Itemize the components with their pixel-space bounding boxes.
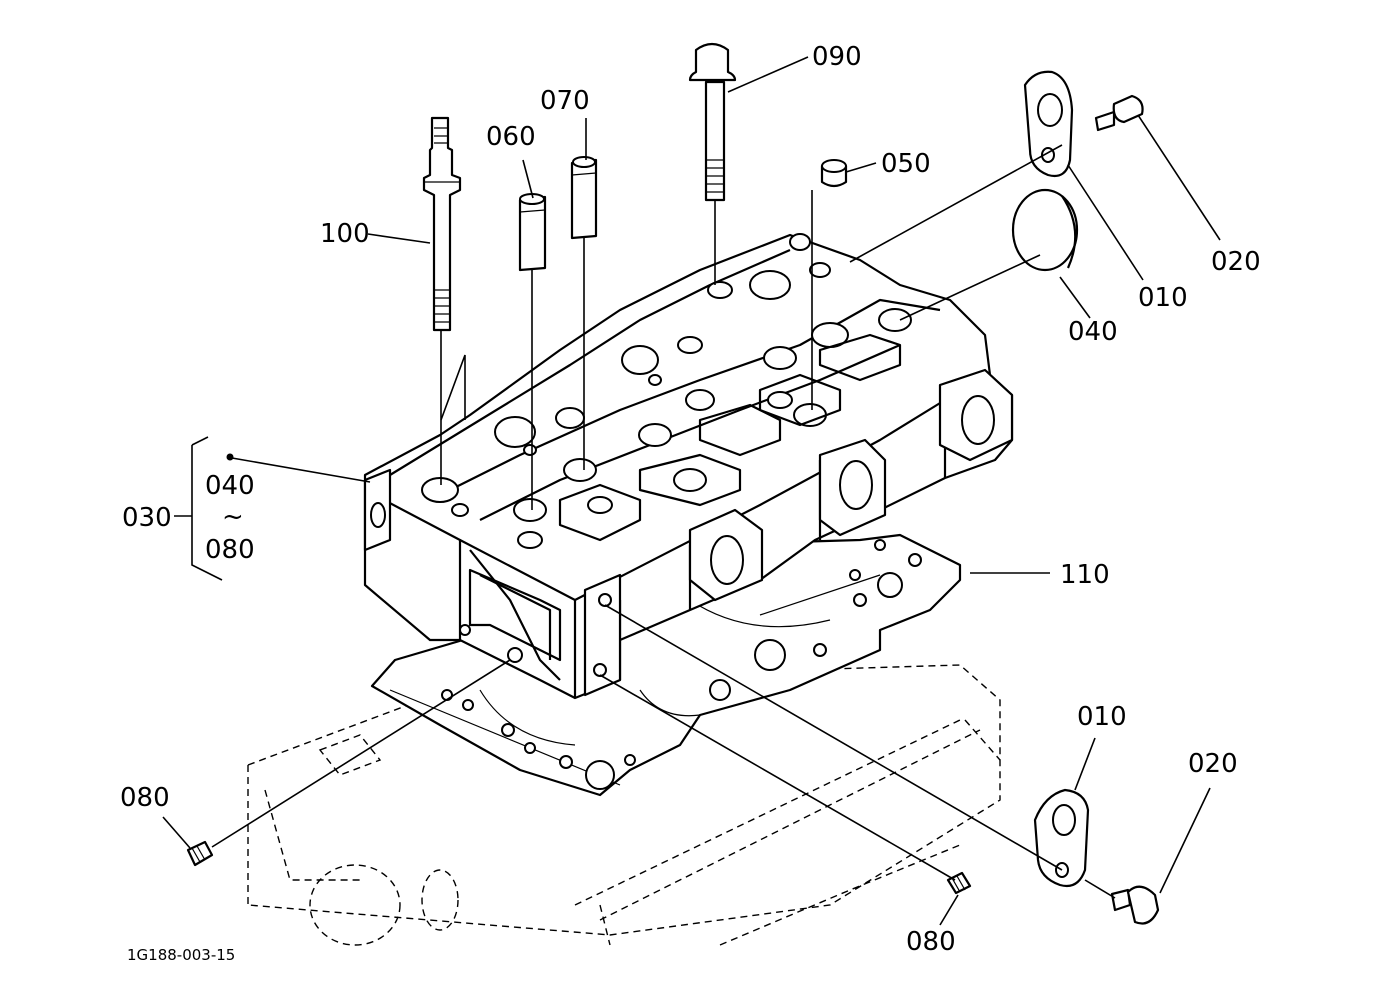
callout-070: 070 <box>540 86 590 116</box>
callout-040: 040 <box>1068 317 1118 347</box>
callout-110: 110 <box>1060 560 1110 590</box>
callout-020-top: 020 <box>1211 247 1261 277</box>
callout-030-range-end: 080 <box>205 535 255 565</box>
plug-080-left <box>186 840 214 867</box>
hex-bolt-bottom <box>1110 885 1160 925</box>
cylinder-head <box>363 233 1014 700</box>
head-bolt <box>688 42 737 202</box>
callout-labels: 090 070 060 050 100 020 010 040 030 040 … <box>120 42 1261 964</box>
valve-guide-070 <box>570 156 598 240</box>
hex-bolt-top <box>1094 94 1144 132</box>
hanger-plate-top <box>1023 70 1074 178</box>
callout-030-range-tilde: ~ <box>222 502 244 532</box>
callout-030: 030 <box>122 503 172 533</box>
callout-080-bottom: 080 <box>906 927 956 957</box>
valve-guide-060 <box>518 193 547 272</box>
stud-bolt <box>422 116 462 332</box>
callout-080-left: 080 <box>120 783 170 813</box>
callout-020-bottom: 020 <box>1188 749 1238 779</box>
callout-060: 060 <box>486 122 536 152</box>
plug-080-bottom <box>946 871 972 895</box>
drawing-reference-number: 1G188-003-15 <box>127 946 235 964</box>
callout-030-range-start: 040 <box>205 471 255 501</box>
leader-lines <box>162 56 1221 926</box>
callout-090: 090 <box>812 42 862 72</box>
hanger-plate-bottom <box>1033 788 1090 888</box>
callout-050: 050 <box>881 149 931 179</box>
callout-100: 100 <box>320 219 370 249</box>
sleeve <box>820 159 848 188</box>
callout-010-bottom: 010 <box>1077 702 1127 732</box>
engine-block <box>247 664 1001 946</box>
plug <box>1011 188 1079 272</box>
callout-010-top: 010 <box>1138 283 1188 313</box>
